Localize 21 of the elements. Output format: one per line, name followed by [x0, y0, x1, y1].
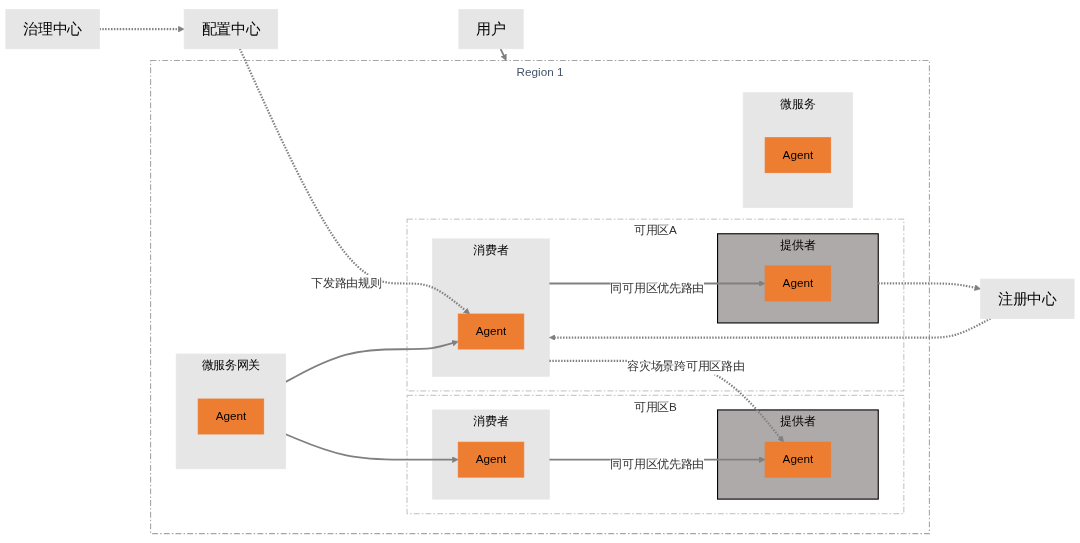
- arrow: [549, 317, 991, 341]
- node-box: Agent: [197, 398, 265, 435]
- arrow: [99, 25, 185, 33]
- node-box: 治理中心: [5, 9, 100, 50]
- arrow: [878, 282, 981, 291]
- node-box: Agent: [457, 441, 525, 478]
- arrow: [284, 340, 459, 383]
- node-box: Agent: [457, 313, 525, 350]
- node-box: 注册中心: [980, 278, 1075, 319]
- arrow: [284, 433, 459, 463]
- edge-label: 同可用区优先路由: [610, 282, 705, 295]
- edge-label: 下发路由规则: [311, 276, 382, 290]
- node-box: 用户: [458, 9, 524, 50]
- node-box: Agent: [764, 265, 832, 302]
- node-box: 配置中心: [183, 9, 279, 50]
- edge-label: 同可用区优先路由: [610, 458, 705, 471]
- node-box: Agent: [764, 137, 832, 174]
- node-box: Agent: [764, 441, 832, 478]
- edge-label: 容灾场景跨可用区路由: [627, 359, 745, 372]
- arrow: [499, 47, 507, 61]
- arrow: [238, 48, 470, 315]
